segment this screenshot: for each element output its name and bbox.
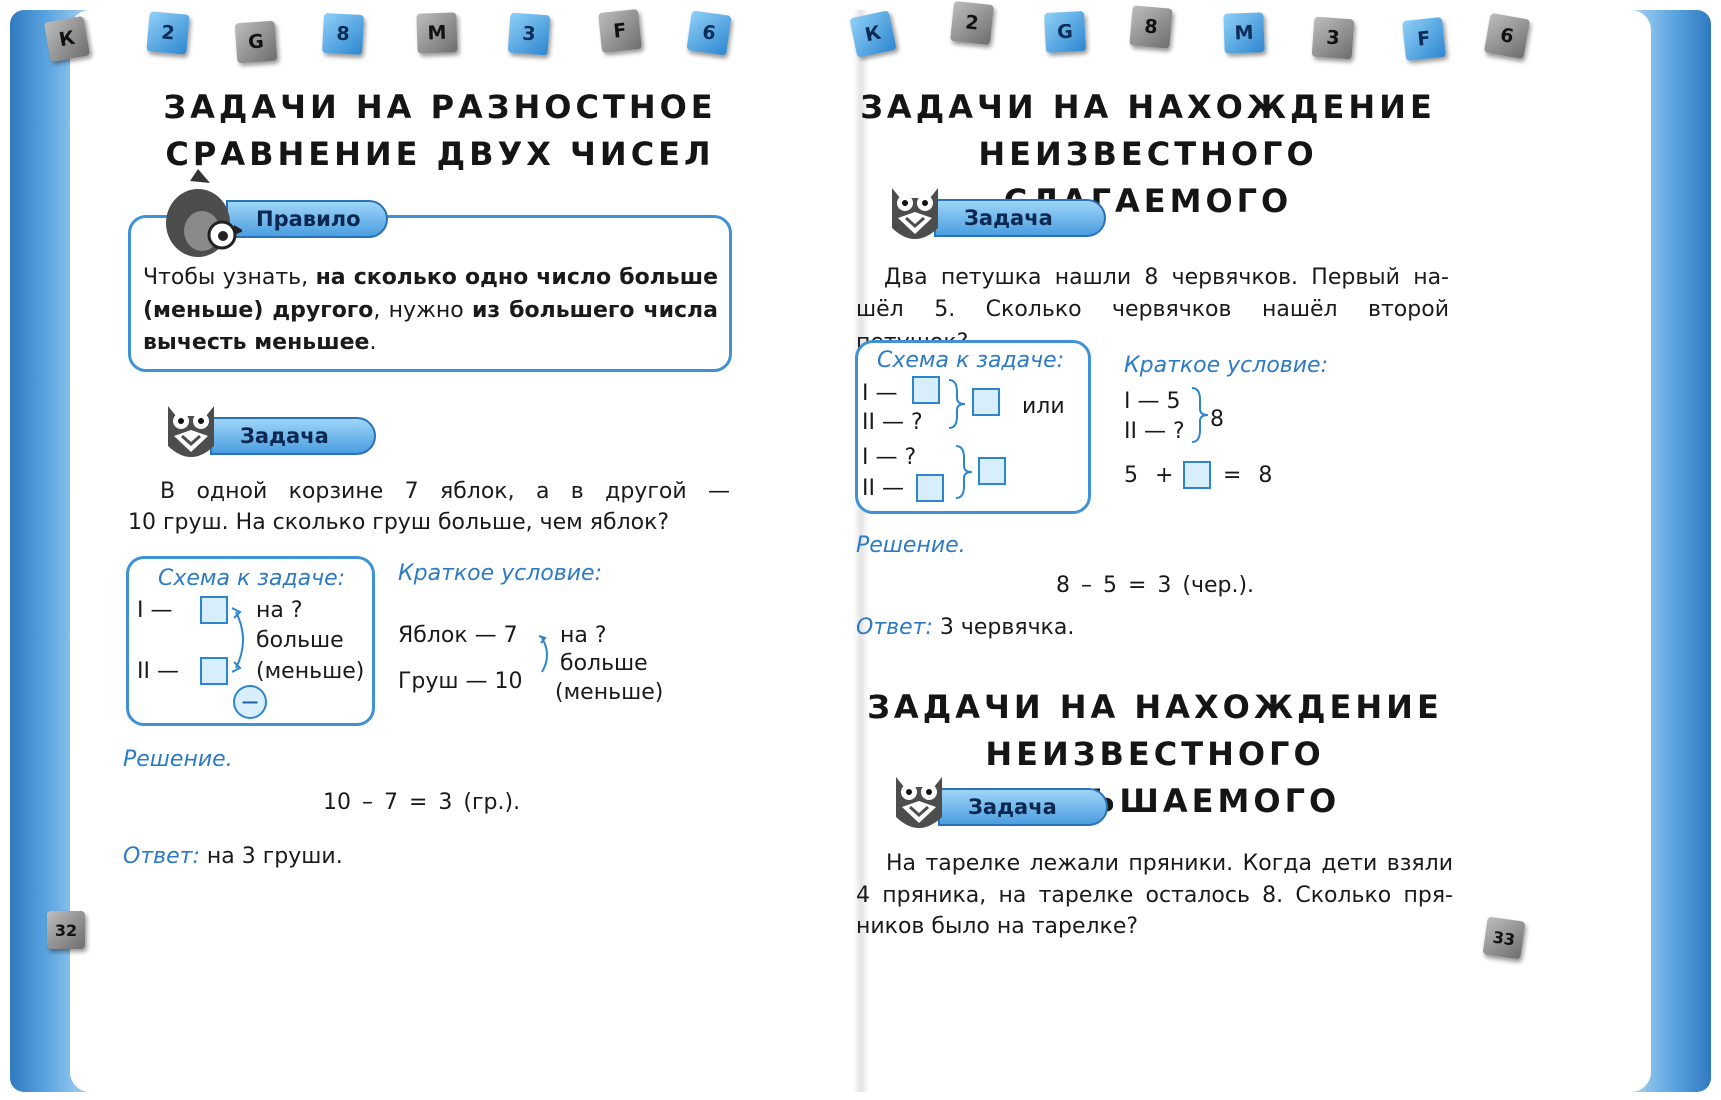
equation-left: 5 + [1124,463,1174,488]
short-condition-row: Груш — 10 [398,669,523,694]
solution-expression: 10 – 7 = 3 (гр.). [323,790,521,815]
letter-tile: F [1402,17,1446,61]
scheme-side-text: больше [256,628,344,653]
letter-tile: M [1223,12,1265,54]
answer-box [916,474,944,502]
rule-text-line: вычесть меньшее. [143,330,377,355]
bird-icon [166,169,242,257]
answer-line: Ответ: 3 червячка. [856,615,1075,640]
rule-text-line: Чтобы узнать, на сколько одно число боль… [143,265,718,290]
rule-text-line: (меньше) другого, нужно из большего числ… [143,298,718,323]
scheme-row: I — ? [862,445,917,470]
letter-tile: К [849,10,897,58]
scheme-side-text: на ? [256,598,303,623]
letter-tile: M [416,12,458,54]
brace-icon [955,445,973,499]
answer-line: Ответ: на 3 груши. [123,844,343,869]
scheme-box [855,340,1091,514]
short-condition-side: (меньше) [555,680,664,705]
letter-tile: 6 [686,10,732,56]
short-condition-title: Краткое условие: [398,561,603,586]
short-condition-title: Краткое условие: [1124,353,1329,378]
page-title: ЗАДАЧИ НА НАХОЖДЕНИЕ НЕИЗВЕСТНОГО СЛАГАЕ… [860,88,1436,220]
letter-tile: 6 [1483,12,1531,60]
solution-expression: 8 – 5 = 3 (чер.). [1056,573,1255,598]
letter-tile: F [598,9,642,53]
answer-box [200,596,228,624]
task-text-line: ников было на тарелке? [856,914,1139,939]
page-title: ЗАДАЧИ НА РАЗНОСТНОЕ СРАВНЕНИЕ ДВУХ ЧИСЕ… [163,88,717,173]
brace-icon [1191,387,1209,443]
letter-tile: 3 [507,12,551,56]
scheme-row: I — [137,598,173,623]
page-number: 33 [1482,916,1526,960]
brace-icon [948,379,966,429]
short-condition-row: I — 5 [1124,389,1181,414]
short-condition-total: 8 [1210,407,1224,432]
letter-tile: 3 [1311,16,1355,60]
solution-label: Решение. [123,747,233,772]
scheme-title: Схема к задаче: [158,566,346,591]
letter-tile: 8 [321,12,365,56]
task-text-line: 4 пряника, на тарелке осталось 8. Скольк… [856,883,1453,908]
letter-tile: G [1043,10,1087,54]
scheme-or: или [1022,394,1065,419]
rule-box [128,215,732,372]
rule-label: Правило [226,200,388,238]
letter-tile: 2 [950,1,994,45]
short-condition-side: больше [560,651,648,676]
scheme-row: II — [137,659,179,684]
scheme-row: I — [862,381,898,406]
task-text-line: Два петушка нашли 8 червячков. Первый на… [884,265,1449,290]
short-condition-row: Яблок — 7 [398,623,518,648]
minus-icon: − [233,685,267,719]
answer-box [200,657,228,685]
scheme-title: Схема к задаче: [877,348,1065,373]
owl-icon [168,406,214,457]
right-page [860,10,1651,1092]
comparison-arrow-icon [231,607,244,673]
letter-tile: G [234,20,278,64]
answer-box [978,457,1006,485]
task-label: Задача [934,199,1106,237]
task-label: Задача [210,417,376,455]
scheme-side-text: (меньше) [256,659,365,684]
book-gutter [853,10,869,1092]
equation-right: = 8 [1223,463,1273,488]
scheme-row: II — [862,476,904,501]
answer-box [972,388,1000,416]
short-condition-side: на ? [560,623,607,648]
task-text-line: На тарелке лежали пряники. Когда дети вз… [886,851,1453,876]
solution-label: Решение. [856,533,966,558]
answer-box [912,376,940,404]
scheme-row: II — ? [862,410,923,435]
owl-icon [896,777,942,828]
letter-tile: 8 [1129,5,1173,49]
letter-tile: 2 [146,11,190,55]
short-condition-row: II — ? [1124,419,1185,444]
owl-icon [892,188,938,239]
page-number: 32 [47,911,85,949]
task-text-line: В одной корзине 7 яблок, а в другой — [160,479,730,504]
section-title: ЗАДАЧИ НА НАХОЖДЕНИЕ НЕИЗВЕСТНОГО УМЕНЬШ… [867,688,1443,820]
comparison-arrow-icon [538,635,548,673]
task-text-line: 10 груш. На сколько груш больше, чем ябл… [128,510,670,535]
letter-tile: К [43,15,91,63]
answer-box [1183,461,1211,489]
task-label: Задача [938,788,1108,826]
